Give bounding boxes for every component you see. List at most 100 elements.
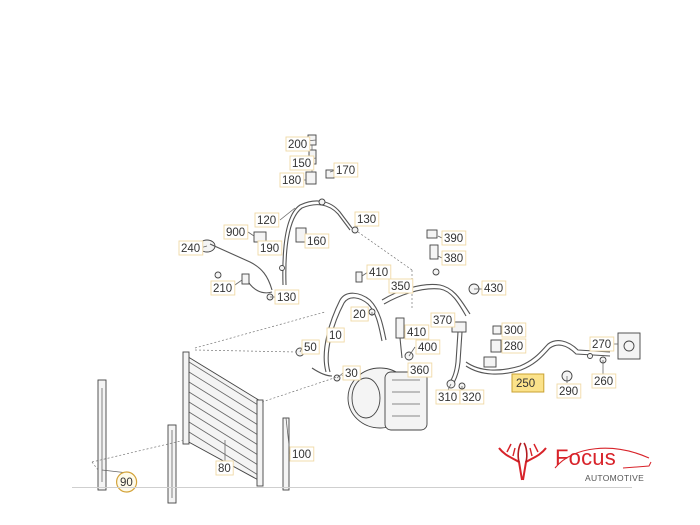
part-number: 80 xyxy=(218,463,231,475)
part-number: 250 xyxy=(516,378,535,390)
part-number: 360 xyxy=(410,365,429,377)
label-box xyxy=(223,224,249,240)
label-box xyxy=(215,460,234,476)
focus-automotive-logo: Focus AUTOMOTIVE xyxy=(495,440,655,490)
part-label-50: 50 xyxy=(301,339,320,355)
part-label-310: 310 xyxy=(435,389,461,405)
part-number: 310 xyxy=(438,392,457,404)
label-box xyxy=(354,211,380,227)
part-number: 400 xyxy=(418,342,437,354)
label-box xyxy=(556,383,582,399)
part-number: 200 xyxy=(288,139,307,151)
label-box xyxy=(591,373,617,389)
brand-subtitle: AUTOMOTIVE xyxy=(585,473,645,483)
label-box xyxy=(589,336,615,352)
label-box xyxy=(333,162,359,178)
part-label-180: 180 xyxy=(279,172,305,188)
part-number: 90 xyxy=(120,477,133,489)
part-number: 30 xyxy=(345,368,358,380)
bottom-divider xyxy=(72,487,632,488)
part-number: 10 xyxy=(329,330,342,342)
label-box xyxy=(210,280,236,296)
schematic-lines xyxy=(91,134,641,504)
part-label-90: 90 xyxy=(115,471,138,493)
part-label-410b: 410 xyxy=(404,324,430,340)
part-number: 210 xyxy=(213,283,232,295)
part-number: 160 xyxy=(307,236,326,248)
part-number: 900 xyxy=(226,227,245,239)
part-number: 290 xyxy=(559,386,578,398)
label-box xyxy=(342,365,361,381)
part-number: 300 xyxy=(504,325,523,337)
label-box xyxy=(441,230,467,246)
label-box xyxy=(279,172,305,188)
part-number: 120 xyxy=(257,215,276,227)
part-number: 240 xyxy=(181,243,200,255)
part-label-200: 200 xyxy=(285,136,311,152)
part-label-290: 290 xyxy=(556,383,582,399)
label-box xyxy=(274,289,300,305)
part-label-30: 30 xyxy=(342,365,361,381)
part-label-360: 360 xyxy=(407,362,433,378)
part-number: 130 xyxy=(277,292,296,304)
part-number: 280 xyxy=(504,341,523,353)
label-layer xyxy=(101,139,618,474)
label-box xyxy=(366,264,392,280)
part-number: 190 xyxy=(260,243,279,255)
part-number: 50 xyxy=(304,342,317,354)
part-label-100: 100 xyxy=(289,446,315,462)
part-number: 130 xyxy=(357,214,376,226)
part-label-150: 150 xyxy=(289,155,315,171)
label-box xyxy=(415,339,441,355)
part-label-170: 170 xyxy=(333,162,359,178)
label-box xyxy=(178,240,204,256)
label-box xyxy=(501,322,527,338)
label-box xyxy=(407,362,433,378)
label-box xyxy=(285,136,311,152)
label-box xyxy=(430,312,456,328)
part-number: 170 xyxy=(336,165,355,177)
part-label-320: 320 xyxy=(459,389,485,405)
part-label-130b: 130 xyxy=(274,289,300,305)
label-box xyxy=(254,212,280,228)
part-label-400: 400 xyxy=(415,339,441,355)
part-number: 20 xyxy=(353,309,366,321)
label-box xyxy=(388,278,414,294)
part-label-260: 260 xyxy=(591,373,617,389)
car-swoosh-icon xyxy=(554,447,652,469)
label-box xyxy=(304,233,330,249)
label-box xyxy=(289,155,315,171)
part-label-120: 120 xyxy=(254,212,280,228)
part-number: 390 xyxy=(444,233,463,245)
part-label-160: 160 xyxy=(304,233,330,249)
part-label-410a: 410 xyxy=(366,264,392,280)
part-label-20: 20 xyxy=(350,306,369,322)
label-box xyxy=(301,339,320,355)
label-box xyxy=(441,250,467,266)
label-box xyxy=(459,389,485,405)
deer-logo-icon xyxy=(498,442,547,481)
part-number: 410 xyxy=(407,327,426,339)
label-box xyxy=(481,280,507,296)
part-label-300: 300 xyxy=(501,322,527,338)
part-number: 100 xyxy=(292,449,311,461)
part-label-430: 430 xyxy=(481,280,507,296)
part-label-210: 210 xyxy=(210,280,236,296)
label-box xyxy=(326,327,345,343)
part-label-250: 250 xyxy=(511,373,545,393)
part-number: 180 xyxy=(282,175,301,187)
part-number: 150 xyxy=(292,158,311,170)
label-box xyxy=(501,338,527,354)
label-box xyxy=(350,306,369,322)
part-number: 380 xyxy=(444,253,463,265)
part-label-380: 380 xyxy=(441,250,467,266)
part-label-280: 280 xyxy=(501,338,527,354)
label-box xyxy=(257,240,283,256)
part-number: 260 xyxy=(594,376,613,388)
part-label-390: 390 xyxy=(441,230,467,246)
part-label-370: 370 xyxy=(430,312,456,328)
part-label-130a: 130 xyxy=(354,211,380,227)
part-number: 320 xyxy=(462,392,481,404)
part-number: 350 xyxy=(391,281,410,293)
